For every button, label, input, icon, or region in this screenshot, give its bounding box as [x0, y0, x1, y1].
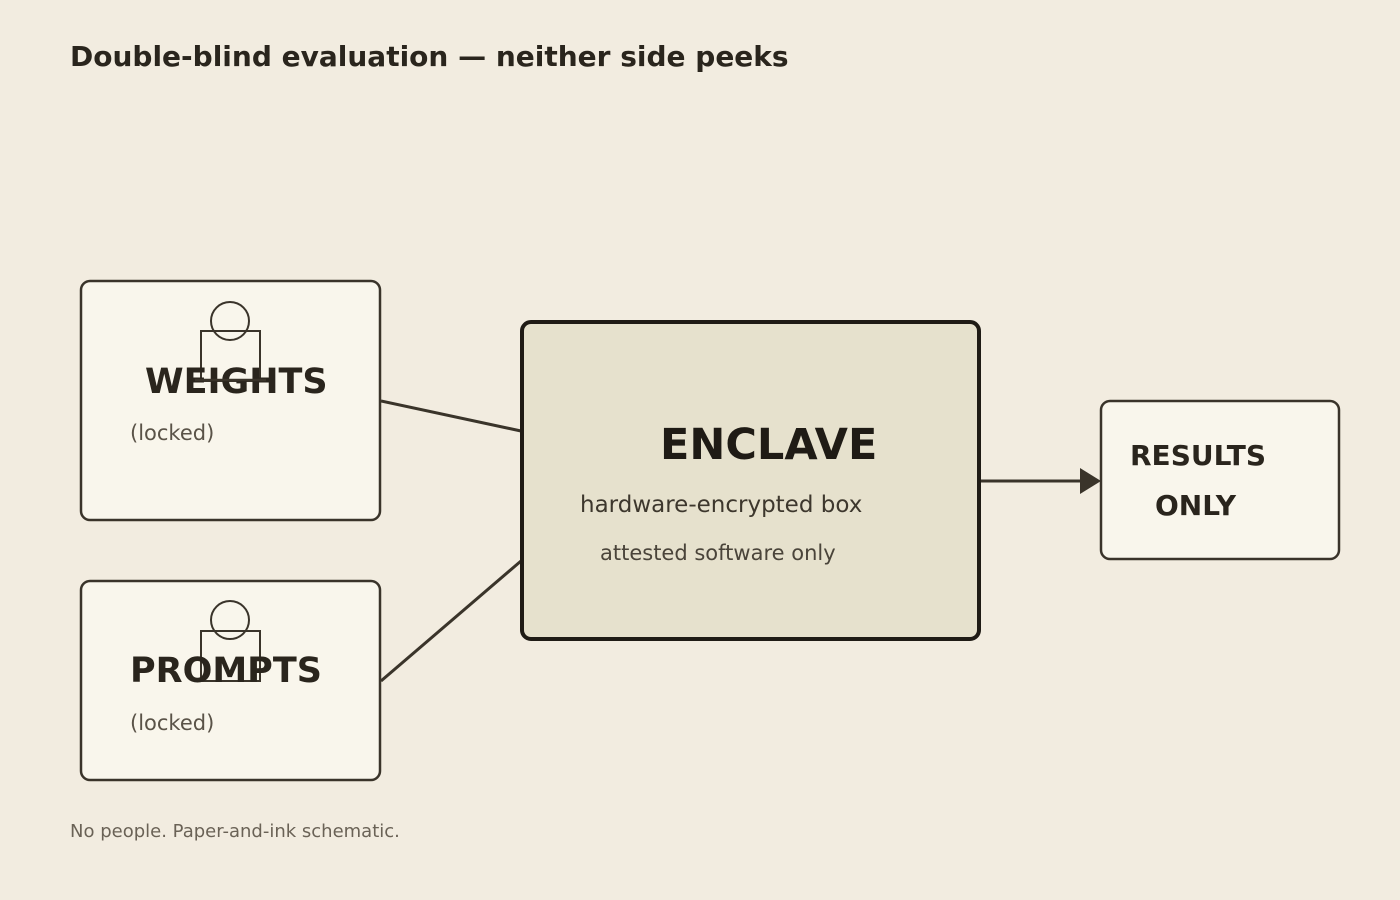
weights-label: WEIGHTS [145, 362, 328, 402]
weights-status: (locked) [130, 421, 214, 445]
results-label-line2: ONLY [1155, 489, 1237, 522]
padlock-icon [200, 600, 261, 682]
enclave-label: ENCLAVE [660, 420, 877, 470]
connector-prompts-enclave [380, 559, 522, 683]
enclave-box: ENCLAVE hardware-encrypted box attested … [520, 320, 981, 641]
footnote: No people. Paper-and-ink schematic. [70, 821, 400, 842]
results-label-line1: RESULTS [1130, 439, 1266, 472]
connector-weights-enclave [380, 399, 522, 433]
prompts-status: (locked) [130, 711, 214, 735]
arrowhead-icon [1080, 468, 1101, 494]
results-card-box [1099, 399, 1341, 561]
weights-card-box [79, 279, 382, 522]
prompts-card: PROMPTS (locked) [79, 579, 382, 782]
results-card: RESULTS ONLY [1099, 399, 1341, 561]
enclave-attestation: attested software only [600, 541, 836, 565]
page-title: Double-blind evaluation — neither side p… [70, 40, 789, 73]
prompts-label: PROMPTS [130, 651, 322, 691]
weights-card: WEIGHTS (locked) [79, 279, 382, 522]
enclave-description: hardware-encrypted box [580, 492, 862, 518]
enclave-box-frame [520, 320, 981, 641]
